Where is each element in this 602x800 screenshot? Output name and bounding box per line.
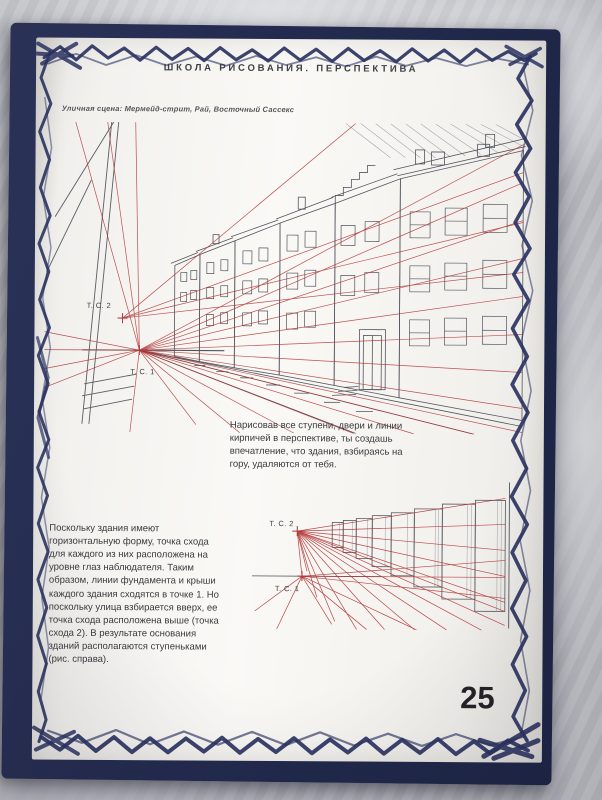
page-header: ШКОЛА РИСОВАНИЯ. ПЕРСПЕКТИВА (163, 62, 419, 75)
red-perspective-lines (43, 121, 524, 435)
book-page: ШКОЛА РИСОВАНИЯ. ПЕРСПЕКТИВА Уличная сце… (31, 37, 547, 763)
diagram-vp2-label: Т. С. 2 (269, 519, 294, 528)
scribble-bottom (39, 733, 530, 757)
scribble-top (42, 44, 538, 64)
diagram-frame-line (508, 482, 510, 629)
pole-and-foreground (46, 121, 137, 424)
vanishing-point-markers (117, 313, 145, 356)
stepped-buildings-diagram: Т. С. 2 Т. С. 1 (251, 482, 510, 631)
street-scene-illustration: Т. С. 2 Т. С. 1 (43, 121, 526, 435)
diagram-buildings (331, 499, 506, 612)
scribble-corner-bottom-left (32, 725, 80, 756)
diagram-vp1-label: Т. С. 1 (275, 584, 300, 593)
diagram-vp-markers (292, 526, 307, 582)
windows (180, 203, 508, 347)
side-paragraph: Поскольку здания имеют горизонтальную фо… (48, 522, 220, 666)
vp1-label: Т. С. 1 (130, 367, 155, 376)
illustration-caption: Уличная сцена: Мермейд-стрит, Рай, Восто… (61, 103, 295, 115)
book-cover: ШКОЛА РИСОВАНИЯ. ПЕРСПЕКТИВА Уличная сце… (1, 22, 561, 786)
scribble-corner-bottom-right (477, 722, 541, 761)
sky-hatching (345, 123, 526, 159)
page-number: 25 (460, 680, 495, 716)
main-paragraph: Нарисовав все ступени, двери и линии кир… (229, 419, 403, 471)
buildings (170, 133, 526, 422)
diagram-red-lines (254, 498, 506, 631)
vp2-label: Т. С. 2 (87, 301, 112, 310)
door-and-steps (332, 329, 386, 396)
diagram-shading (338, 500, 502, 612)
